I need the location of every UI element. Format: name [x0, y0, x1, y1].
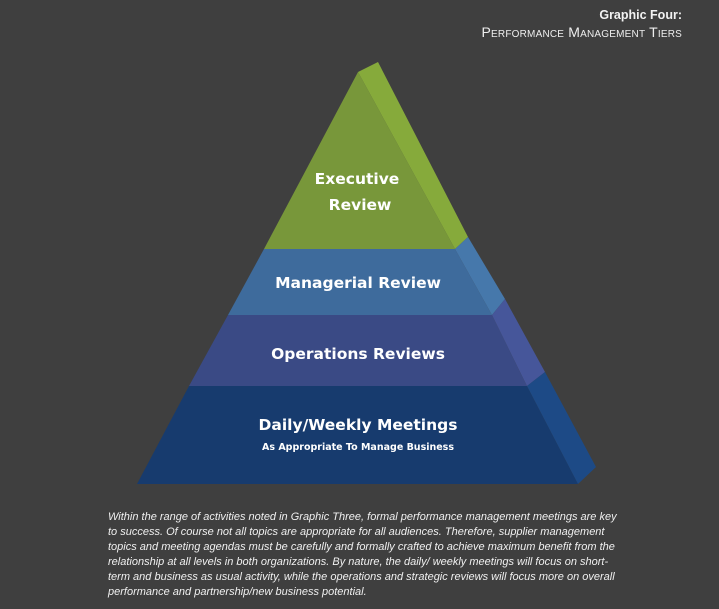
pyramid-diagram: Executive Review Managerial Review Opera… — [137, 62, 596, 484]
graphic-title: Performance Management Tiers — [481, 24, 682, 40]
tier-label-executive-line2: Review — [329, 196, 392, 214]
tier-label-operations: Operations Reviews — [271, 345, 445, 363]
tier-side-executive — [358, 62, 468, 249]
tier-front-operations — [189, 315, 527, 386]
tier-label-executive-line1: Executive — [315, 170, 400, 188]
tier-front-managerial — [228, 249, 492, 315]
tier-front-daily-weekly — [137, 386, 578, 484]
graphic-header: Graphic Four: Performance Management Tie… — [482, 7, 682, 41]
tier-label-daily-weekly: Daily/Weekly Meetings — [259, 416, 458, 434]
pyramid-tier-daily-weekly: Daily/Weekly Meetings As Appropriate To … — [137, 372, 596, 484]
tier-sublabel-daily-weekly: As Appropriate To Manage Business — [262, 442, 454, 453]
tier-side-managerial — [455, 237, 505, 315]
tier-side-operations — [492, 299, 545, 386]
pyramid-tier-operations: Operations Reviews — [189, 299, 545, 386]
caption-paragraph: Within the range of activities noted in … — [108, 511, 617, 598]
tier-label-managerial: Managerial Review — [275, 274, 441, 292]
pyramid-tier-executive: Executive Review — [264, 62, 468, 249]
tier-front-executive — [264, 72, 455, 249]
tier-side-daily-weekly — [527, 372, 596, 484]
pyramid-tier-managerial: Managerial Review — [228, 237, 505, 315]
graphic-label: Graphic Four: — [599, 8, 682, 22]
